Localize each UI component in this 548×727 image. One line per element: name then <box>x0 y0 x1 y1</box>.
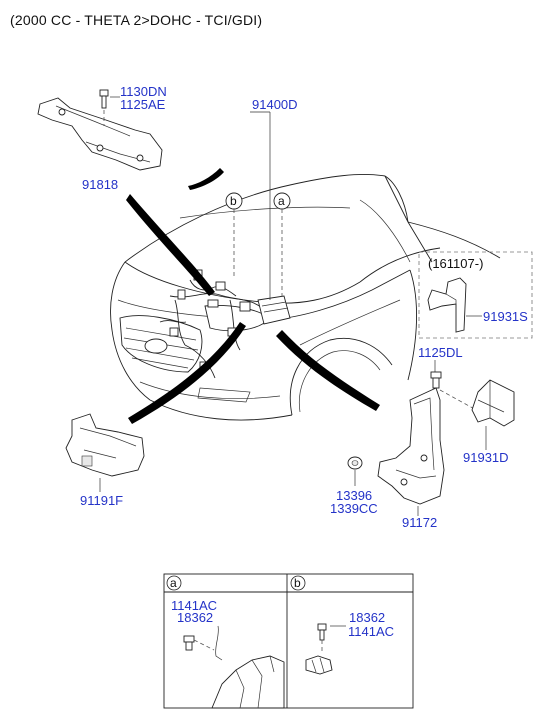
bracket-91818 <box>37 97 163 171</box>
wiring-harness <box>159 269 291 379</box>
bracket-91931d <box>471 379 515 450</box>
label-91172: 91172 <box>402 515 437 530</box>
car-body <box>110 174 501 421</box>
label-1339cc: 1339CC <box>330 501 378 516</box>
leader-91400d <box>250 111 271 300</box>
label-91191f: 91191F <box>80 493 123 508</box>
table-b-part-18362: 18362 <box>349 610 385 625</box>
callout-a <box>273 192 291 300</box>
page-title: (2000 CC - THETA 2>DOHC - TCI/GDI) <box>10 12 263 28</box>
label-1130dn: 1130DN <box>120 84 167 99</box>
label-161107: (161107-) <box>428 256 483 271</box>
detail-table <box>163 573 414 709</box>
leader-swooshes <box>126 168 380 424</box>
callout-b <box>225 192 243 276</box>
label-1125dl: 1125DL <box>418 345 463 360</box>
bracket-91191f <box>65 413 145 492</box>
table-header-a: a <box>170 576 177 590</box>
bracket-91172 <box>377 387 445 516</box>
label-91818: 91818 <box>82 177 118 192</box>
table-b-part-1141ac: 1141AC <box>348 624 394 639</box>
table-header-b: b <box>294 576 301 590</box>
dashed-group-161107 <box>418 251 533 339</box>
table-a-part-18362: 18362 <box>177 610 213 625</box>
callout-a-letter: a <box>278 194 285 208</box>
grommet-13396 <box>347 456 363 486</box>
table-a-part-1141ac: 1141AC <box>171 598 217 613</box>
label-13396: 13396 <box>336 488 372 503</box>
bolt-1130dn <box>99 89 120 126</box>
label-91931d: 91931D <box>463 450 509 465</box>
label-91931s: 91931S <box>483 309 528 324</box>
callout-b-letter: b <box>230 194 237 208</box>
label-1125ae: 1125AE <box>120 97 166 112</box>
label-91400d: 91400D <box>252 97 298 112</box>
